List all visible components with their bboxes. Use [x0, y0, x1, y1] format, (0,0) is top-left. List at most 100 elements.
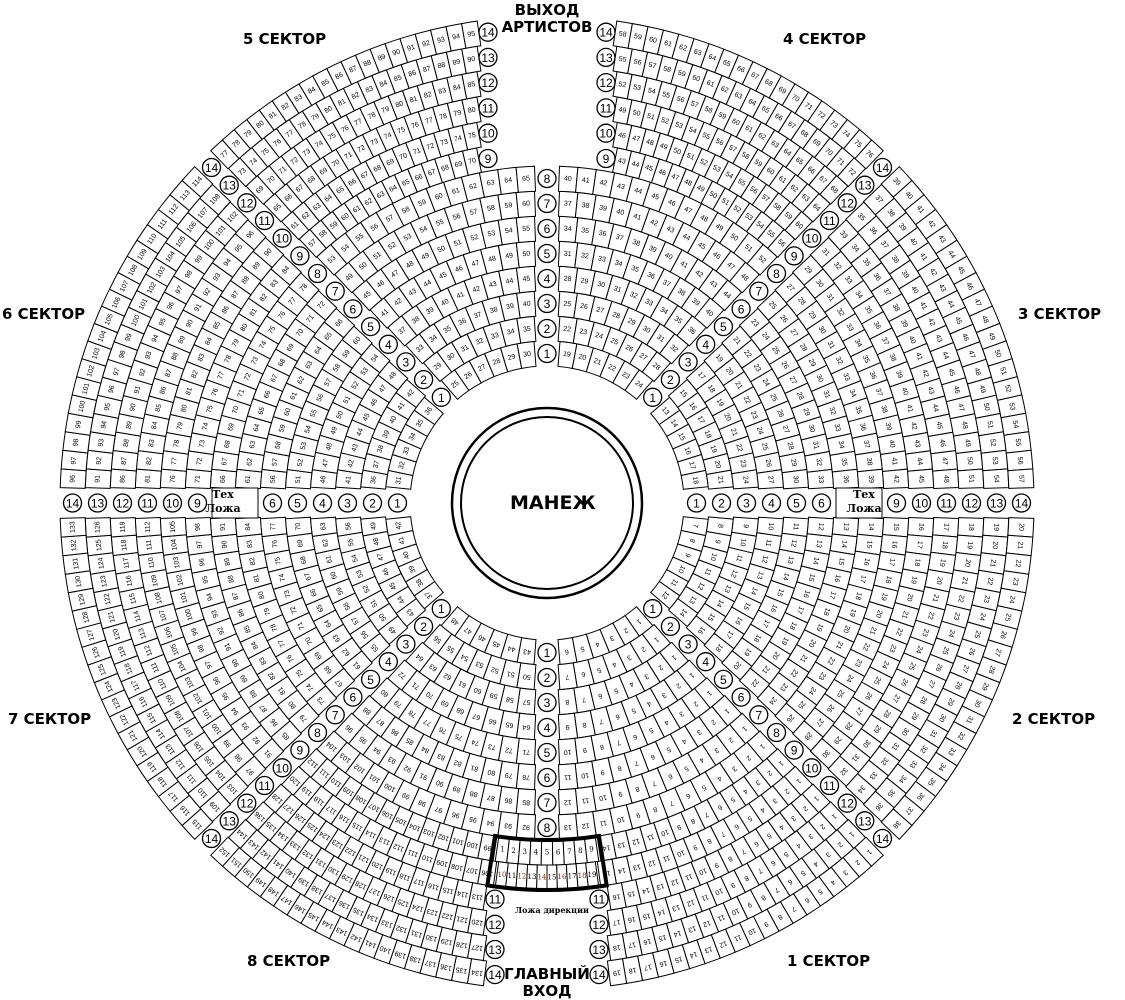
seat-number: 12 [564, 798, 572, 806]
director-box-seat-number: 14 [538, 874, 547, 882]
svg-text:2: 2 [667, 373, 674, 387]
seat-number: 4 [777, 823, 784, 831]
seat-number: 28 [796, 296, 806, 307]
seat-number: 28 [881, 708, 891, 718]
row-label-4: 4 [537, 717, 557, 738]
seat-number: 111 [146, 539, 154, 550]
seat-number: 26 [967, 647, 976, 657]
seat-number: 2 [818, 822, 826, 830]
svg-text:10: 10 [166, 497, 180, 511]
seat-number: 4 [716, 774, 723, 782]
seat-number: 86 [119, 475, 126, 483]
seat-number: 31 [964, 714, 974, 724]
seat-number: 15 [627, 889, 636, 898]
tech-box-right[interactable]: Тех Ложа [846, 488, 882, 516]
row-label-11: 11 [589, 889, 609, 909]
arena-outer-ring [450, 406, 644, 600]
tech-box-left[interactable]: Тех Ложа [205, 488, 241, 516]
svg-text:6: 6 [818, 497, 825, 511]
sector-5-label: 5 СЕКТОР [243, 30, 327, 48]
seat-number: 76 [271, 539, 279, 548]
seat-number: 23 [887, 643, 897, 653]
row-label-8: 8 [307, 263, 328, 284]
seat-number: 92 [96, 456, 104, 465]
seat-number: 23 [817, 671, 827, 681]
seat-number: 1 [865, 848, 873, 856]
seat-number: 19 [708, 444, 717, 454]
seat-number: 61 [245, 475, 253, 483]
sector-8-label: 8 СЕКТОР [247, 952, 331, 970]
seat-number: 41 [581, 177, 590, 185]
seat-number: 1 [652, 635, 659, 643]
seat-number: 13 [722, 584, 732, 594]
svg-text:3: 3 [544, 297, 551, 311]
seat-number: 15 [807, 573, 816, 582]
seat-number: 125 [95, 539, 103, 551]
seat-number: 99 [75, 420, 83, 429]
row-label-9: 9 [784, 246, 804, 266]
row-label-9: 9 [886, 493, 907, 513]
seat-number: 22 [734, 443, 743, 453]
seat-number: 29 [801, 407, 810, 417]
seat-number: 8 [582, 721, 587, 729]
seat-number: 6 [803, 896, 810, 904]
seat-number: 20 [935, 576, 943, 585]
svg-text:11: 11 [141, 497, 154, 511]
seat-number: 9 [635, 811, 641, 819]
seat-number: 42 [599, 179, 608, 187]
director-box-seat-number: 4 [534, 848, 539, 856]
seat-number: 30 [820, 748, 830, 759]
svg-text:5: 5 [720, 320, 727, 334]
svg-text:8: 8 [314, 267, 321, 281]
seat-number: 29 [945, 697, 955, 707]
seat-number: 97 [71, 456, 79, 464]
seat-number: 2 [622, 626, 629, 634]
seat-number: 56 [1016, 457, 1024, 465]
artists-exit-line2: АРТИСТОВ [501, 18, 593, 36]
seat-number: 48 [942, 475, 949, 483]
seat[interactable] [880, 808, 913, 841]
seat-number: 1 [723, 707, 731, 715]
seat-number: 29 [872, 724, 882, 734]
seat-number: 1 [635, 617, 642, 625]
seat-number: 6 [580, 670, 585, 678]
seat-number: 31 [811, 441, 819, 450]
seat-number: 93 [98, 438, 106, 447]
svg-text:6: 6 [350, 691, 357, 705]
seat-number: 1 [670, 653, 678, 661]
seat-number: 10 [563, 748, 571, 756]
seat[interactable] [606, 958, 628, 987]
seat-number: 30 [792, 475, 800, 484]
seat-number: 18 [752, 633, 762, 643]
row-label-10: 10 [272, 758, 292, 778]
seat-number: 4 [759, 806, 766, 814]
svg-text:4: 4 [385, 655, 392, 669]
seat-number: 32 [879, 756, 889, 767]
seat-number: 29 [580, 277, 589, 285]
seat-number: 3 [626, 653, 633, 661]
seat-number: 11 [564, 773, 572, 781]
seat-number: 20 [724, 366, 734, 376]
seat-number: 55 [1014, 438, 1022, 447]
seat-number: 6 [632, 733, 638, 741]
svg-text:6: 6 [738, 691, 745, 705]
seat-number: 27 [891, 693, 901, 703]
seat-number: 7 [740, 847, 747, 855]
seat-number: 29 [807, 310, 817, 320]
seat-number: 2 [639, 645, 646, 653]
seat-number: 15 [678, 388, 688, 399]
seat-number: 10 [660, 827, 670, 836]
seat-number: 10 [714, 886, 724, 896]
seat-number: 9 [741, 524, 748, 529]
seat-number: 26 [775, 409, 784, 419]
seat-number: 29 [807, 358, 817, 368]
svg-text:10: 10 [276, 761, 290, 775]
seat-number: 17 [696, 415, 706, 425]
svg-text:2: 2 [544, 671, 551, 685]
sector-3-label: 3 СЕКТОР [1018, 305, 1102, 323]
seat-number: 31 [890, 741, 900, 751]
row-label-3: 3 [396, 352, 416, 372]
